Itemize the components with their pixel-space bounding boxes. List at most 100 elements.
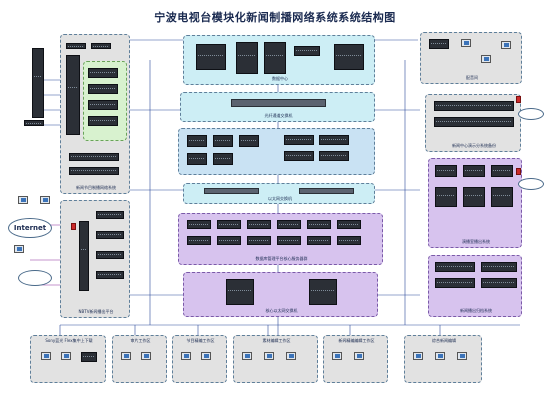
bottom-zone-1-label: Sony蓝光 Flex集中上下载 xyxy=(45,338,93,343)
nas-zone: 配音间 xyxy=(420,32,522,84)
left-top-zone: 新闻节目制播网络系统 xyxy=(60,34,130,194)
pc-icon xyxy=(354,352,364,360)
server-unit xyxy=(88,68,118,78)
pc-icon xyxy=(181,352,191,360)
bottom-zone-2: 审片工作区 xyxy=(112,335,167,383)
archive-label: 新闻播出归档系统 xyxy=(460,308,492,313)
pc-icon xyxy=(286,352,296,360)
pc-icon xyxy=(41,352,51,360)
bottom-zone-3-label: 节目精编工作区 xyxy=(186,338,215,343)
server-rack xyxy=(264,42,286,74)
server-unit xyxy=(213,135,233,147)
pc-icon xyxy=(413,352,423,360)
server-unit xyxy=(88,84,118,94)
server-unit xyxy=(491,187,513,207)
data-center-label: 数据中心 xyxy=(272,76,288,81)
workstation-unit xyxy=(24,120,44,126)
server-unit xyxy=(247,236,271,245)
pc-icon xyxy=(14,245,24,253)
bottom-zone-3: 节目精编工作区 xyxy=(172,335,227,383)
server-unit xyxy=(96,231,124,239)
bottom-zone-2-label: 审片工作区 xyxy=(130,338,151,343)
bottom-zone-4: 素材编辑工作区 xyxy=(233,335,318,383)
server-unit xyxy=(96,211,124,219)
network-cloud xyxy=(18,270,52,286)
server-unit xyxy=(247,220,271,229)
server-unit xyxy=(294,46,320,56)
bottom-zone-5: 新闻精编编辑工作区 xyxy=(323,335,388,383)
server-unit xyxy=(307,236,331,245)
firewall xyxy=(516,168,521,175)
server-cluster-label: 数据库管理平台核心服务器群 xyxy=(255,256,308,261)
bottom-zone-6: 综合新闻编辑 xyxy=(404,335,482,383)
server-unit xyxy=(88,116,118,126)
server-unit xyxy=(284,151,314,161)
ethernet-switch xyxy=(204,188,259,194)
server-unit xyxy=(69,153,119,161)
diagram-title: 宁波电视台模块化新闻制播网络系统系统结构图 xyxy=(154,11,396,24)
internet-cloud: Internet xyxy=(8,218,52,238)
pc-icon xyxy=(481,55,491,63)
pc-icon xyxy=(242,352,252,360)
core-switch xyxy=(309,279,337,305)
bottom-zone-6-label: 综合新闻编辑 xyxy=(432,338,456,343)
pc-icon xyxy=(457,352,467,360)
tape-library xyxy=(334,44,364,70)
pc-icon xyxy=(264,352,274,360)
server-unit xyxy=(491,165,513,177)
server-unit xyxy=(66,55,80,135)
server-unit xyxy=(69,167,119,175)
server-unit xyxy=(435,278,475,288)
server-unit xyxy=(187,135,207,147)
server-unit xyxy=(319,151,349,161)
pc-icon xyxy=(40,196,50,204)
server-unit xyxy=(463,165,485,177)
server-unit xyxy=(96,271,124,279)
left-mid-label: NBTV新闻播出平台 xyxy=(78,309,114,314)
pc-icon xyxy=(201,352,211,360)
studio-label: 演播室播出系统 xyxy=(462,239,490,244)
server-unit xyxy=(429,39,449,49)
ethernet-switch xyxy=(299,188,354,194)
archive-zone: 新闻播出归档系统 xyxy=(428,255,522,317)
server-unit xyxy=(481,262,517,272)
firewall xyxy=(71,223,76,230)
ethernet-switch-label: 以太网交换机 xyxy=(268,196,292,201)
server-unit xyxy=(284,135,314,145)
bottom-zone-5-label: 新闻精编编辑工作区 xyxy=(338,338,375,343)
server-unit xyxy=(435,262,475,272)
server-unit xyxy=(319,135,349,145)
server-unit xyxy=(277,236,301,245)
ethernet-switch-zone: 以太网交换机 xyxy=(183,183,375,204)
left-top-label: 新闻节目制播网络系统 xyxy=(76,185,116,190)
fc-switch xyxy=(231,99,326,107)
firewall xyxy=(516,96,521,103)
left-top-inner-zone xyxy=(83,61,127,141)
pc-icon xyxy=(61,352,71,360)
news-center-label: 新闻中心演示分系统备份 xyxy=(452,143,496,148)
network-cloud xyxy=(518,178,544,190)
server-unit xyxy=(307,220,331,229)
server-unit xyxy=(481,278,517,288)
server-unit xyxy=(213,153,233,165)
pc-icon xyxy=(461,39,471,47)
server-unit xyxy=(435,187,457,207)
pc-icon xyxy=(332,352,342,360)
nas-label: 配音间 xyxy=(466,75,478,80)
server-unit xyxy=(434,117,514,127)
server-unit xyxy=(337,220,361,229)
server-rack xyxy=(236,42,258,74)
left-mid-zone: NBTV新闻播出平台 xyxy=(60,200,130,318)
bottom-zone-1: Sony蓝光 Flex集中上下载 xyxy=(30,335,106,383)
pc-icon xyxy=(141,352,151,360)
pc-icon xyxy=(121,352,131,360)
fc-switch-zone: 光纤通道交换机 xyxy=(180,92,375,122)
storage-array xyxy=(196,44,226,70)
server-unit xyxy=(96,251,124,259)
server-unit xyxy=(187,236,211,245)
bottom-zone-4-label: 素材编辑工作区 xyxy=(262,338,291,343)
server-unit xyxy=(435,165,457,177)
studio-zone: 演播室播出系统 xyxy=(428,158,522,248)
pc-icon xyxy=(18,196,28,204)
